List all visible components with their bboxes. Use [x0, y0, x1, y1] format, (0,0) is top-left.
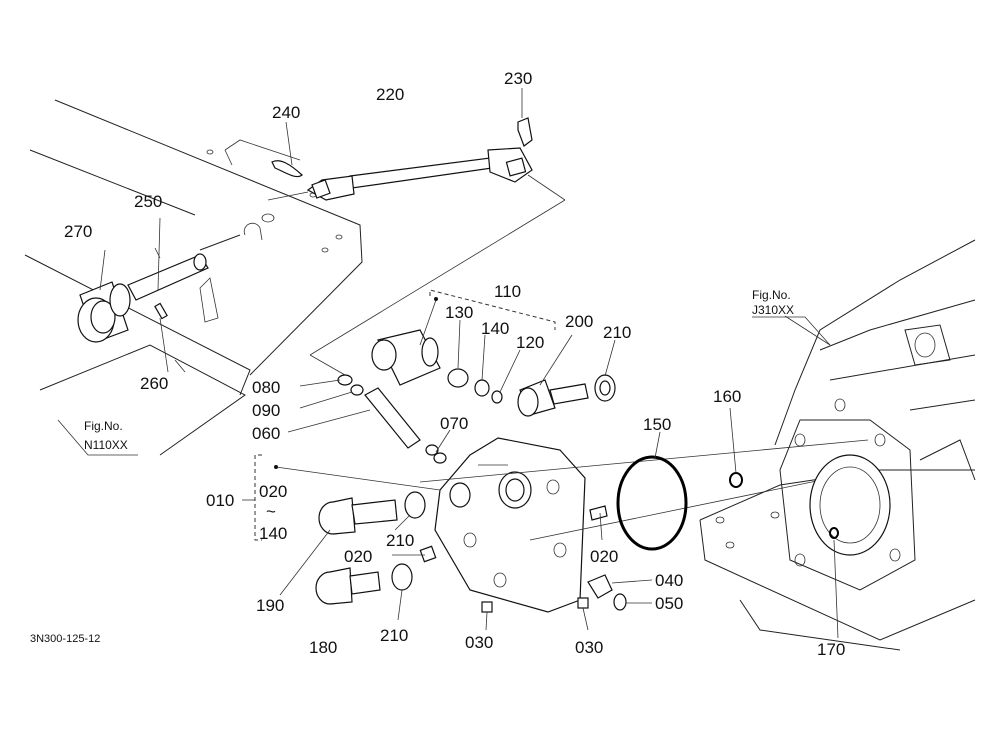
callout-range-tilde: ~: [266, 502, 276, 521]
control-valve-110: [371, 289, 556, 404]
dash-panel: [24, 99, 363, 456]
callout-200: 200: [565, 312, 593, 331]
callout-020-left: 020: [344, 547, 372, 566]
callout-160: 160: [713, 387, 741, 406]
drawing-code: 3N300-125-12: [30, 633, 100, 645]
plugs-and-fittings: [392, 505, 653, 631]
callout-210-bottom: 210: [380, 626, 408, 645]
bolt-180: [315, 563, 413, 621]
callout-050: 050: [655, 594, 683, 613]
bolt-200: [517, 334, 616, 417]
cover-housing: [275, 437, 871, 613]
o-ring-160: [729, 407, 743, 488]
callout-080: 080: [252, 378, 280, 397]
callout-170: 170: [817, 640, 845, 659]
bolt-190: [279, 491, 426, 596]
callout-120: 120: [516, 333, 544, 352]
callout-020-right: 020: [590, 547, 618, 566]
callout-060: 060: [252, 424, 280, 443]
callout-210-mid: 210: [386, 531, 414, 550]
callout-270: 270: [64, 222, 92, 241]
ref-box-left: Fig.No. N110XX: [57, 419, 138, 456]
callout-260: 260: [140, 374, 168, 393]
ref-right-code: J310XX: [752, 303, 794, 317]
callout-180: 180: [309, 638, 337, 657]
ref-box-right: Fig.No. J310XX: [752, 288, 831, 346]
callout-140-range-end: 140: [259, 524, 287, 543]
clip-240: [271, 121, 303, 178]
o-ring-150: [616, 431, 688, 551]
transmission-case: [699, 239, 976, 651]
callout-150: 150: [643, 415, 671, 434]
callout-030-right: 030: [575, 638, 603, 657]
ref-left-code: N110XX: [84, 438, 128, 452]
callout-090: 090: [252, 401, 280, 420]
spool-060: [287, 374, 451, 464]
pin-230: [517, 88, 533, 147]
callout-250: 250: [134, 192, 162, 211]
callout-110: 110: [494, 282, 521, 301]
callout-020-range-start: 020: [259, 482, 287, 501]
callout-130: 130: [445, 303, 473, 322]
bracket-010: [242, 297, 438, 541]
knob-assembly: [77, 217, 209, 373]
callout-230: 230: [504, 69, 532, 88]
callout-070: 070: [440, 414, 468, 433]
callout-240: 240: [272, 103, 300, 122]
callout-040: 040: [655, 571, 683, 590]
universal-shaft-assembly: [267, 147, 566, 376]
ref-right-label: Fig.No.: [752, 288, 791, 302]
callout-210-top: 210: [603, 323, 631, 342]
callout-010: 010: [206, 491, 234, 510]
callout-030-left: 030: [465, 633, 493, 652]
callout-labels: 240 220 230 250 270 260 110 130 140 120 …: [64, 69, 845, 659]
ref-left-label: Fig.No.: [84, 419, 123, 433]
callout-140: 140: [481, 319, 509, 338]
callout-190: 190: [256, 596, 284, 615]
callout-220: 220: [376, 85, 404, 104]
